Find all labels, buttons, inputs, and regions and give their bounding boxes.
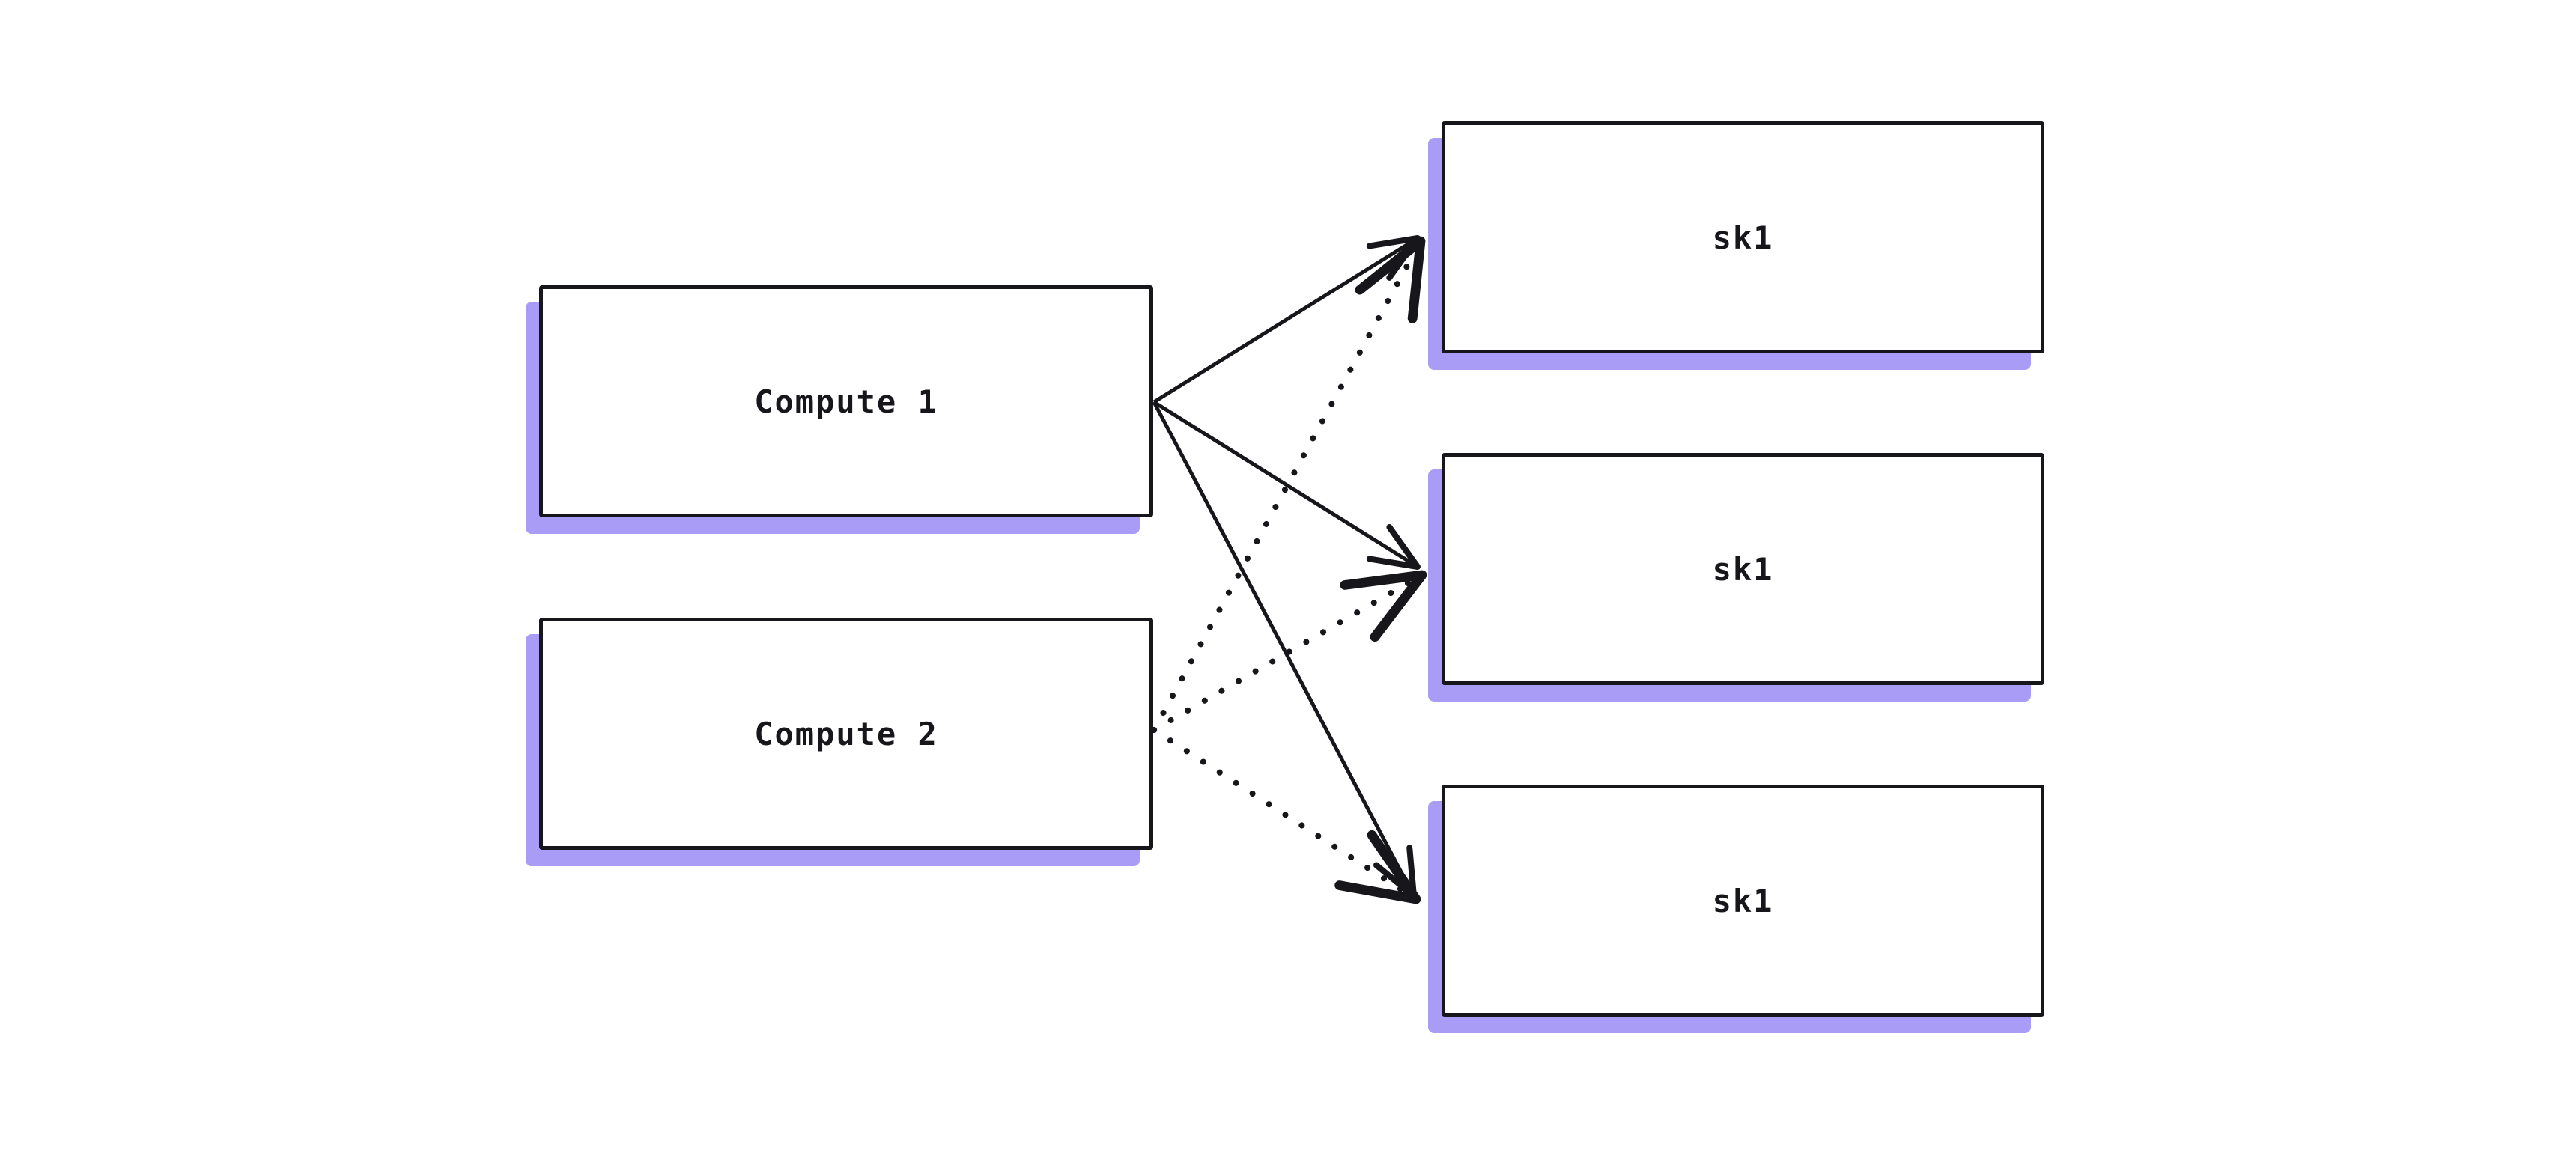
node-sk-1[interactable]: sk1 — [1442, 121, 2044, 353]
node-sk-3[interactable]: sk1 — [1442, 785, 2044, 1017]
node-sk-2[interactable]: sk1 — [1442, 453, 2044, 685]
node-compute-1[interactable]: Compute 1 — [539, 285, 1153, 517]
node-label-sk-1: sk1 — [1712, 219, 1774, 256]
node-label-compute-2: Compute 2 — [754, 715, 938, 752]
edge-compute1-sk3 — [1152, 401, 1417, 899]
edge-compute2-sk2 — [1151, 570, 1427, 733]
edge-compute1-sk1 — [1152, 235, 1421, 404]
edge-compute1-sk2 — [1152, 400, 1421, 570]
node-label-sk-3: sk1 — [1712, 882, 1774, 919]
edge-compute2-sk3 — [1151, 727, 1421, 904]
edge-compute2-sk1 — [1151, 236, 1426, 733]
node-compute-2[interactable]: Compute 2 — [539, 618, 1153, 850]
node-label-compute-1: Compute 1 — [754, 383, 938, 420]
node-label-sk-2: sk1 — [1712, 550, 1774, 588]
